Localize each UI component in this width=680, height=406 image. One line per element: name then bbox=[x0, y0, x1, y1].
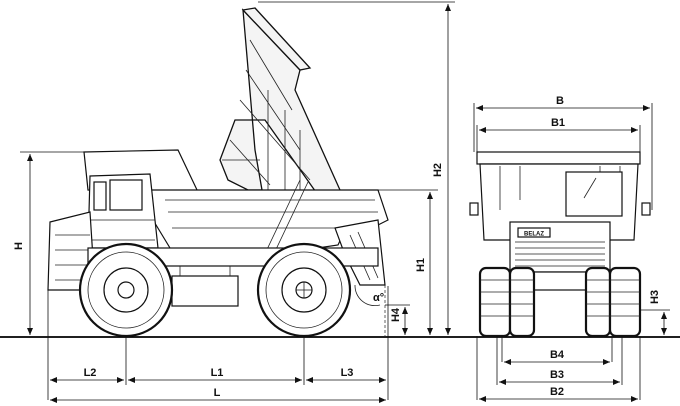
side-view bbox=[47, 7, 389, 338]
label-H: H bbox=[13, 242, 25, 250]
label-L: L bbox=[214, 387, 221, 399]
front-view: BELAZ bbox=[469, 151, 651, 338]
label-H1: H1 bbox=[415, 258, 427, 272]
label-L2: L2 bbox=[84, 367, 97, 379]
label-B1: B1 bbox=[551, 117, 565, 129]
label-B4: B4 bbox=[550, 349, 565, 361]
label-L3: L3 bbox=[341, 367, 354, 379]
label-L1: L1 bbox=[211, 367, 224, 379]
label-B3: B3 bbox=[550, 369, 564, 381]
label-angle: α° bbox=[373, 292, 384, 304]
truck-badge: BELAZ bbox=[524, 232, 544, 238]
front-wheel bbox=[78, 242, 174, 338]
label-B: B bbox=[556, 95, 564, 107]
label-H2: H2 bbox=[432, 163, 444, 177]
rear-wheel bbox=[256, 242, 352, 338]
front-view-tires bbox=[478, 266, 642, 338]
label-H3: H3 bbox=[649, 290, 661, 304]
truck-chassis bbox=[47, 149, 389, 337]
label-H4: H4 bbox=[390, 307, 402, 322]
raised-dump-body bbox=[219, 7, 341, 196]
label-B2: B2 bbox=[550, 386, 564, 398]
dimension-lines bbox=[20, 1, 670, 403]
